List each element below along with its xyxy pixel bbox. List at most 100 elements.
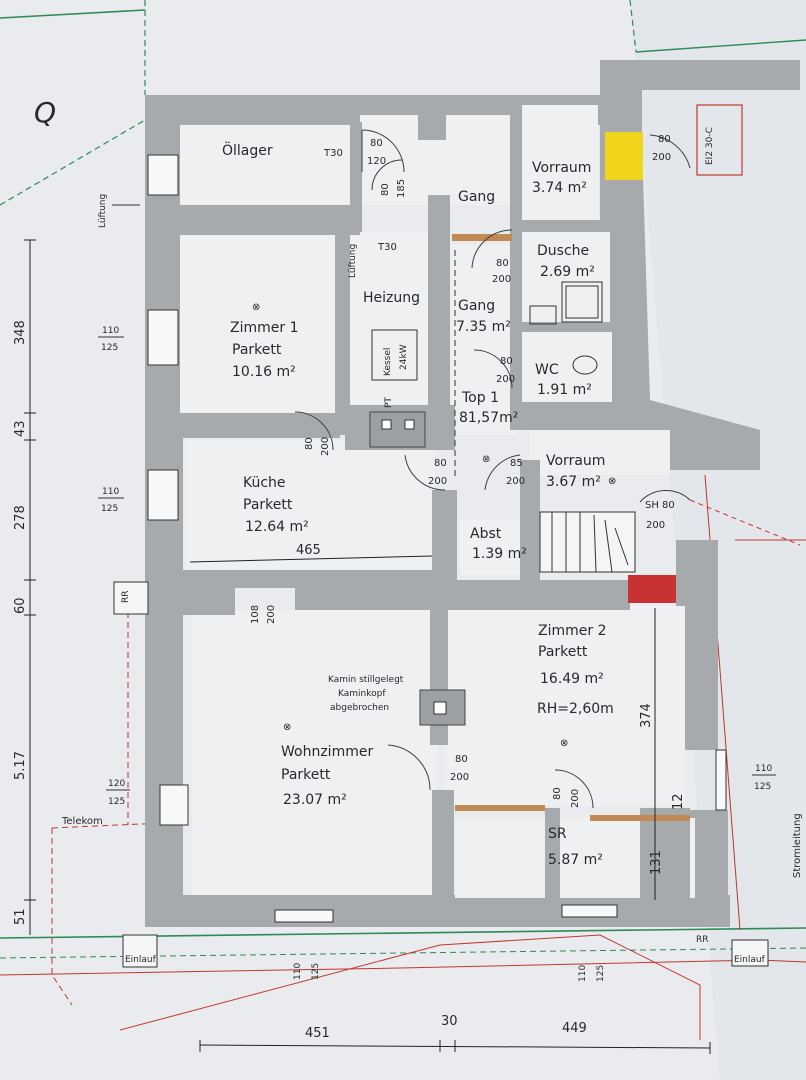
dim-451: 451 <box>305 1026 330 1041</box>
door-7-width: 80 <box>434 458 447 469</box>
room-area: 2.69 m² <box>540 264 595 280</box>
room-height: RH=2,60m <box>537 701 614 717</box>
rr-label-2: RR <box>696 935 709 945</box>
door-3-height: 200 <box>492 274 511 285</box>
room-area: 1.39 m² <box>472 546 527 562</box>
apartment-name: Top 1 <box>461 390 499 406</box>
room-sr: SR 5.87 m² <box>548 826 603 868</box>
svg-text:⊗: ⊗ <box>608 476 616 487</box>
door-6-width: 80 <box>304 437 315 450</box>
room-area: 1.91 m² <box>537 382 592 398</box>
dim-131: 131 <box>649 850 664 875</box>
room-wohnzimmer: ⊗ Wohnzimmer Parkett 23.07 m² <box>281 722 373 808</box>
room-name: Zimmer 2 <box>538 623 606 639</box>
svg-text:⊗: ⊗ <box>482 454 490 465</box>
door-3-width: 80 <box>496 258 509 269</box>
dim-43: 43 <box>13 420 28 437</box>
room-area: 12.64 m² <box>245 519 309 535</box>
dim-30: 30 <box>441 1014 458 1029</box>
room-vorraum-mid: ⊗ Vorraum 3.67 m² ⊗ <box>482 453 616 490</box>
room-vorraum-top: Vorraum 3.74 m² <box>532 160 591 196</box>
lueftung-label-1: Lüftung <box>98 194 108 228</box>
window-2-width: 110 <box>102 487 119 497</box>
svg-text:⊗: ⊗ <box>560 738 568 749</box>
einlauf-label-2: Einlauf <box>734 955 766 965</box>
room-floor: Parkett <box>538 644 588 660</box>
window-3-width: 120 <box>108 779 125 789</box>
room-area: 23.07 m² <box>283 792 347 808</box>
window-5-width: 110 <box>293 963 303 980</box>
door-12-height: 200 <box>450 772 469 783</box>
window-3-height: 125 <box>108 797 125 807</box>
room-name: Heizung <box>363 290 420 306</box>
room-wc: WC 1.91 m² <box>535 362 592 398</box>
door-14-width: SH 80 <box>645 500 675 511</box>
boiler-power: 24kW <box>399 344 409 370</box>
room-oellager: Öllager T30 <box>222 141 343 159</box>
door-2-height: 185 <box>396 179 407 198</box>
door-4-height: 200 <box>496 374 515 385</box>
room-kueche: Küche Parkett 12.64 m² <box>243 475 309 535</box>
dim-278: 278 <box>13 505 28 530</box>
dim-51: 51 <box>13 908 28 925</box>
kamin-line-2: Kaminkopf <box>338 689 386 699</box>
fire-door-label: EI2 30-C <box>705 127 715 165</box>
room-name: SR <box>548 826 567 842</box>
door-labels: 80 120 80 185 80 200 80 200 80 200 80 20… <box>250 134 675 808</box>
window-5-height: 125 <box>311 963 321 980</box>
dim-12: 12 <box>671 793 686 810</box>
door-13-height: 200 <box>570 789 581 808</box>
door-14-height: 200 <box>646 520 665 531</box>
door-4-width: 80 <box>500 356 513 367</box>
room-gang-mid: Gang 7.35 m² <box>456 298 511 335</box>
room-area: 3.74 m² <box>532 180 587 196</box>
door-13-width: 80 <box>552 787 563 800</box>
dim-465: 465 <box>296 543 321 558</box>
room-dusche: Dusche 2.69 m² <box>537 243 595 280</box>
room-name: Küche <box>243 475 286 491</box>
fire-rating: T30 <box>323 148 343 159</box>
svg-text:⊗: ⊗ <box>252 302 260 313</box>
door-2-width: 80 <box>380 183 391 196</box>
kamin-line-3: abgebrochen <box>330 703 389 713</box>
room-gang-top: Gang <box>458 189 495 205</box>
dim-449: 449 <box>562 1021 587 1036</box>
window-labels: 110 125 110 125 120 125 110 125 110 125 … <box>98 326 776 982</box>
room-heizung: T30 Heizung Kessel 24kW PT <box>363 242 420 408</box>
window-4-height: 125 <box>754 782 771 792</box>
room-area: 16.49 m² <box>540 671 604 687</box>
room-name: Dusche <box>537 243 589 259</box>
door-11-height: 200 <box>266 605 277 624</box>
apartment-area: 81,57m² <box>459 410 518 426</box>
dim-374: 374 <box>639 703 654 728</box>
room-name: Öllager <box>222 141 273 159</box>
door-1-height: 120 <box>367 156 386 167</box>
highlight-yellow <box>605 132 643 180</box>
door-1-width: 80 <box>370 138 383 149</box>
room-floor: Parkett <box>243 497 293 513</box>
room-name: Zimmer 1 <box>230 320 298 336</box>
kamin-line-1: Kamin stillgelegt <box>328 675 404 685</box>
room-name: Wohnzimmer <box>281 744 373 760</box>
svg-text:⊗: ⊗ <box>283 722 291 733</box>
room-area: 5.87 m² <box>548 852 603 868</box>
room-area: 10.16 m² <box>232 364 296 380</box>
window-4-width: 110 <box>755 764 772 774</box>
stromleitung-label: Stromleitung <box>792 813 803 878</box>
highlight-red <box>628 575 676 603</box>
room-name: Abst <box>470 526 502 542</box>
room-floor: Parkett <box>232 342 282 358</box>
window-6-width: 110 <box>578 965 588 982</box>
plot-letter: Q <box>34 96 56 129</box>
dim-348: 348 <box>13 320 28 345</box>
room-name: WC <box>535 362 559 378</box>
pt-label: PT <box>384 397 394 408</box>
door-6-height: 200 <box>320 437 331 456</box>
fire-rating: T30 <box>377 242 397 253</box>
lueftung-label-2: Lüftung <box>348 244 358 278</box>
room-zimmer-1: ⊗ Zimmer 1 Parkett 10.16 m² <box>230 302 298 380</box>
boiler-label: Kessel <box>383 348 393 376</box>
room-zimmer-2: Zimmer 2 Parkett 16.49 m² RH=2,60m ⊗ <box>537 623 614 749</box>
window-2-height: 125 <box>101 504 118 514</box>
